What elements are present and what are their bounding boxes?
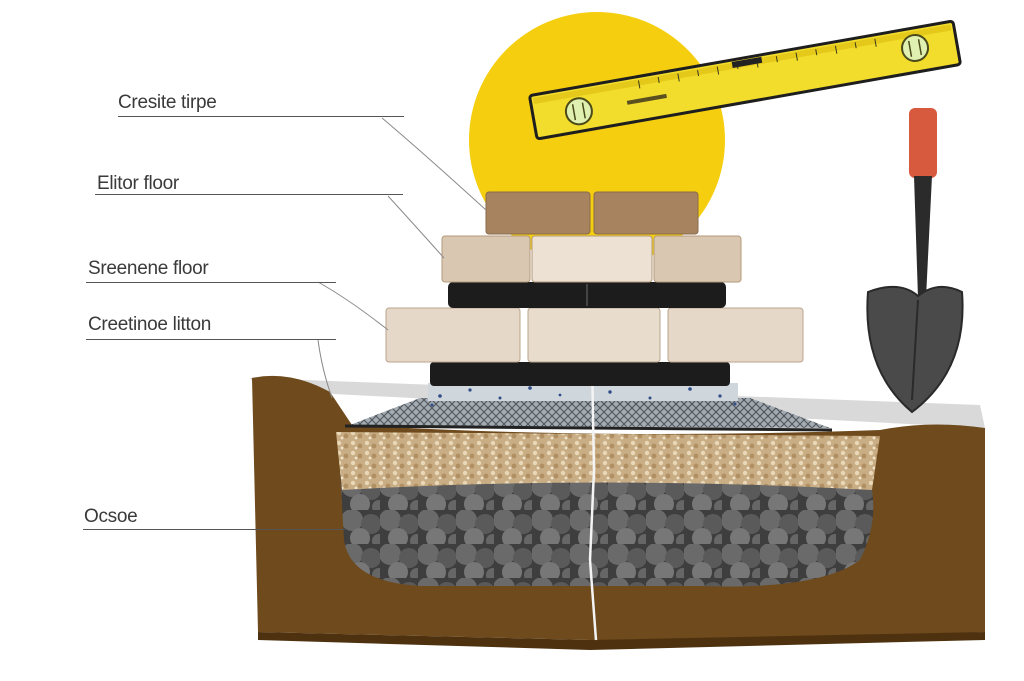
rubber-row-lower [430,362,730,386]
label-layer-4: Creetinoe litton [88,314,211,335]
label-layer-3: Sreenene floor [88,258,209,279]
spirit-level-icon [528,19,962,141]
gravel-layer [340,470,874,587]
label-rule-2 [95,194,403,195]
rubber-row-upper [448,282,726,308]
label-rule-1 [118,116,404,117]
sand-layer [336,432,880,490]
label-rule-5 [83,529,345,530]
label-layer-1: Cresite tirpe [118,92,217,113]
geogrid-layer [350,398,830,428]
shovel-icon [866,108,964,414]
label-layer-2: Elitor floor [97,173,179,194]
center-guide-line [588,359,598,641]
brick-row-3 [441,235,742,283]
brick-row-4 [385,307,804,363]
label-rule-4 [86,339,336,340]
brick-row-top [485,191,699,235]
label-rule-3 [86,282,336,283]
label-layer-5: Ocsoe [84,506,138,527]
leader-lines [317,117,487,399]
